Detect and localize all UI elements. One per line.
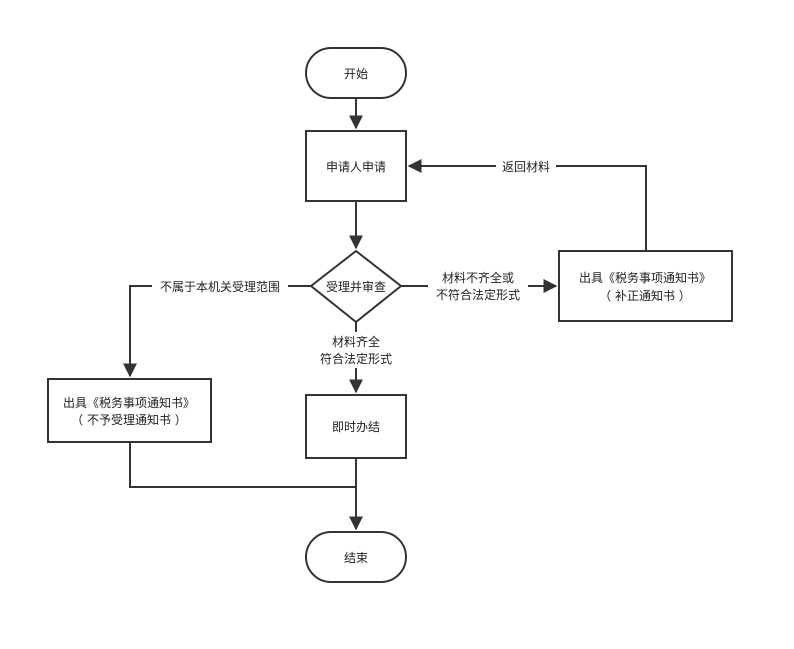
label-bg-not-in-scope bbox=[152, 278, 288, 294]
node-correct-notice-line2: （ 补正通知书 ） bbox=[599, 289, 691, 303]
edge-labels: 不属于本机关受理范围 材料不齐全或 不符合法定形式 材料齐全 符合法定形式 返回… bbox=[152, 158, 556, 368]
node-end-label: 结束 bbox=[344, 551, 368, 565]
edge-label-incomplete-line1: 材料不齐全或 bbox=[442, 270, 514, 285]
node-immediate-label: 即时办结 bbox=[332, 419, 380, 434]
label-bg-incomplete bbox=[428, 268, 528, 304]
node-review: 受理并审查 bbox=[309, 249, 403, 324]
node-immediate: 即时办结 bbox=[305, 394, 407, 459]
edge-label-not-in-scope: 不属于本机关受理范围 bbox=[160, 280, 280, 294]
edge-label-incomplete-line2: 不符合法定形式 bbox=[436, 287, 520, 302]
edge-review-to-reject bbox=[123, 285, 311, 378]
node-review-label: 受理并审查 bbox=[326, 279, 386, 294]
label-bg-return bbox=[496, 158, 556, 174]
node-correct-notice: 出具《税务事项通知书》 （ 补正通知书 ） bbox=[558, 250, 733, 322]
node-apply: 申请人申请 bbox=[305, 130, 407, 202]
node-apply-label: 申请人申请 bbox=[326, 160, 386, 174]
node-reject-notice-line2: （ 不予受理通知书 ） bbox=[71, 413, 187, 427]
node-start-label: 开始 bbox=[344, 67, 368, 81]
node-reject-notice: 出具《税务事项通知书》 （ 不予受理通知书 ） bbox=[47, 378, 212, 443]
edge-reject-to-end bbox=[129, 442, 356, 488]
edge-label-complete-line1: 材料齐全 bbox=[332, 334, 380, 349]
edge-correct-to-apply bbox=[407, 159, 647, 251]
edge-label-complete-line2: 符合法定形式 bbox=[320, 351, 392, 366]
edge-label-return-materials: 返回材料 bbox=[502, 160, 550, 174]
node-correct-notice-line1: 出具《税务事项通知书》 bbox=[579, 270, 711, 285]
node-end: 结束 bbox=[305, 531, 407, 583]
node-start: 开始 bbox=[305, 47, 407, 99]
node-reject-notice-line1: 出具《税务事项通知书》 bbox=[63, 395, 195, 410]
label-bg-complete bbox=[314, 332, 400, 368]
